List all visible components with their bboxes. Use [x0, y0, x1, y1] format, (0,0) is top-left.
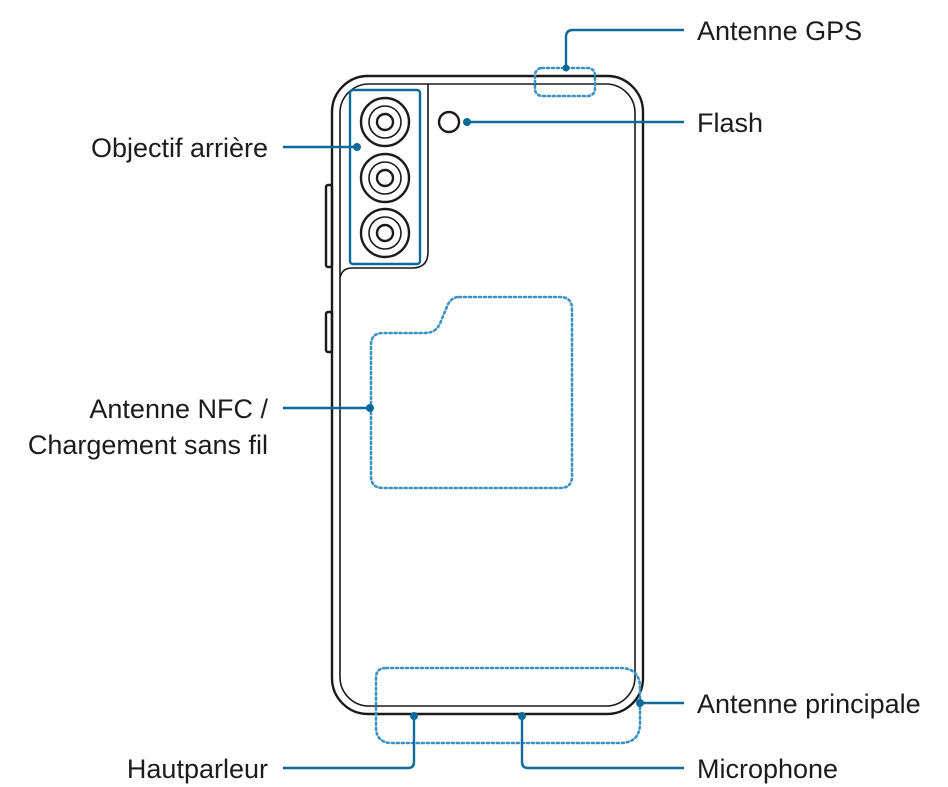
label-rear-camera: Objectif arrière	[91, 133, 268, 163]
label-nfc-line2: Chargement sans fil	[28, 430, 268, 460]
phone-inner-frame	[339, 83, 636, 707]
camera-housing	[339, 84, 429, 279]
lens-2	[359, 152, 411, 204]
label-speaker: Hautparleur	[127, 754, 268, 784]
callout-lines	[283, 28, 684, 770]
lens-1	[359, 96, 411, 148]
label-flash: Flash	[697, 108, 763, 138]
label-nfc-line1: Antenne NFC /	[89, 394, 268, 424]
side-key	[324, 310, 334, 354]
phone-outer-frame	[330, 74, 645, 716]
label-microphone: Microphone	[697, 754, 838, 784]
nfc-wireless-charging-area	[369, 295, 574, 490]
rear-camera-highlight	[348, 88, 422, 266]
flash-icon	[437, 110, 461, 134]
gps-antenna-area	[533, 66, 597, 98]
rear-camera-module	[348, 88, 422, 266]
label-main-antenna: Antenne principale	[697, 689, 921, 719]
phone-body	[324, 74, 645, 716]
lens-3	[359, 207, 411, 259]
main-antenna-area	[374, 666, 642, 745]
label-gps-antenna: Antenne GPS	[697, 16, 862, 46]
volume-key	[324, 183, 334, 269]
